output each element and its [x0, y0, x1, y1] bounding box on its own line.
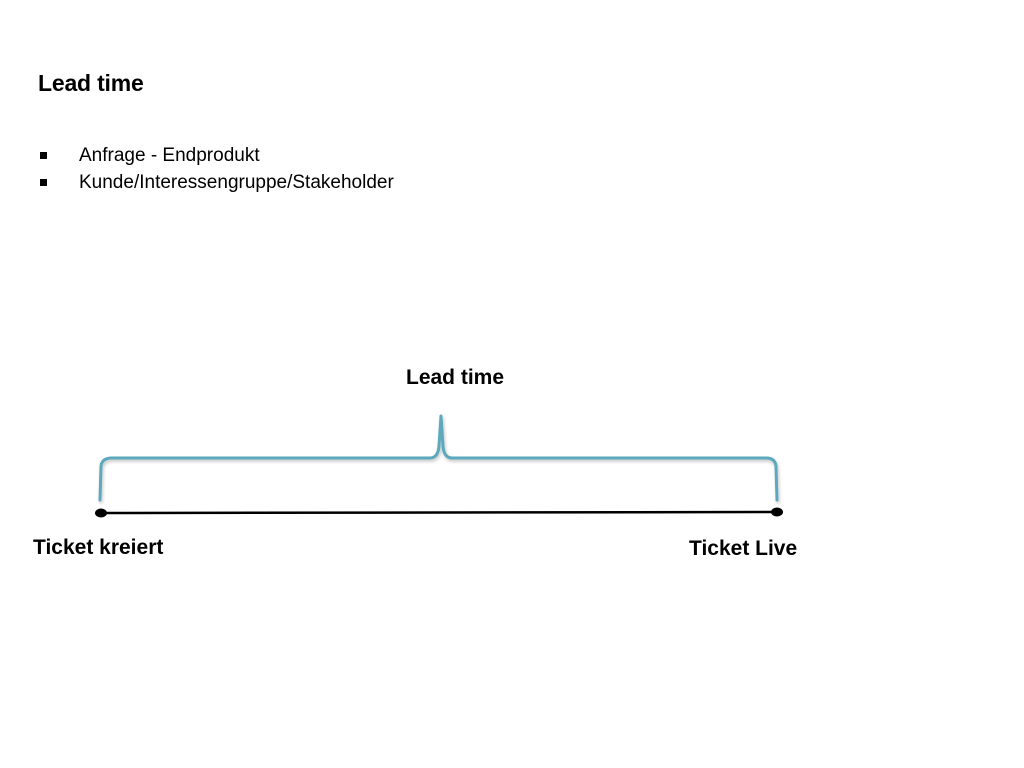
- square-bullet-icon: [40, 152, 47, 159]
- bullet-text: Anfrage - Endprodukt: [79, 145, 260, 166]
- timeline-start-dot: [95, 508, 107, 518]
- lead-time-brace: [98, 414, 779, 502]
- slide-title: Lead time: [38, 70, 144, 96]
- timeline-line: [100, 510, 778, 515]
- square-bullet-icon: [40, 179, 47, 186]
- bullet-text: Kunde/Interessengruppe/Stakeholder: [79, 172, 394, 193]
- ticket-created-label: Ticket kreiert: [33, 536, 164, 559]
- ticket-live-label: Ticket Live: [689, 537, 798, 560]
- timeline-end-dot: [771, 507, 783, 517]
- lead-time-label: Lead time: [406, 366, 505, 389]
